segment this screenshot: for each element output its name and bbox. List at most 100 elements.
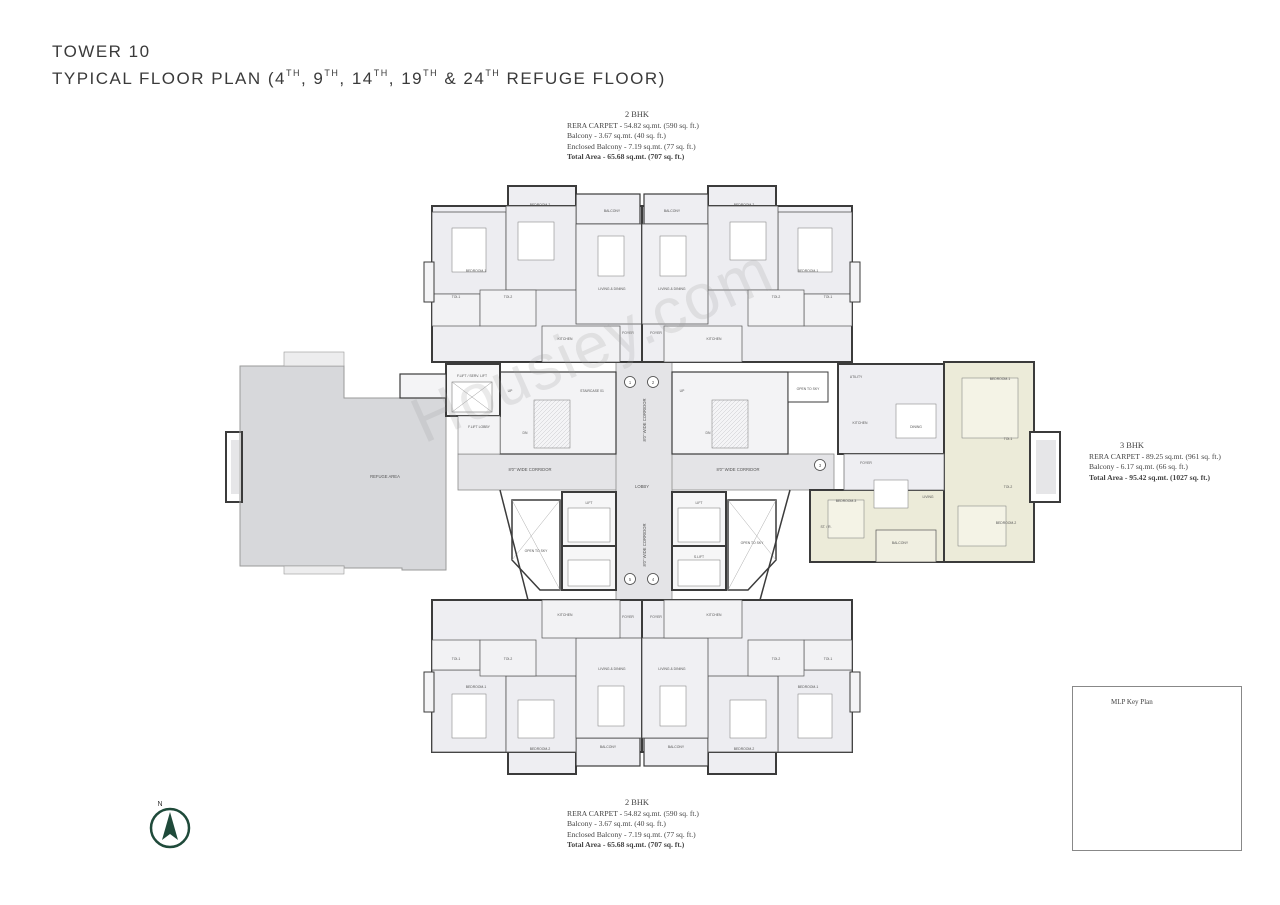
unit-spec-bottom: 2 BHK RERA CARPET - 54.82 sq.mt. (590 sq… [567,798,699,851]
unit-number: 5 [629,577,632,582]
unit-number: 3 [819,463,822,468]
rera-carpet: RERA CARPET - 54.82 sq.mt. (590 sq. ft.) [567,120,699,130]
central-core: 8'0" WIDE CORRIDOR 8'0" WIDE CORRIDOR LO… [399,361,835,631]
room-label: FOYER [860,461,872,465]
floor-plan-title: TYPICAL FLOOR PLAN (4TH, 9TH, 14TH, 19TH… [52,68,666,89]
total-area: Total Area - 95.42 sq.mt. (1027 sq. ft.) [1089,472,1211,482]
unit-number: 1 [629,380,632,385]
room-label: ST. / R. [820,525,831,529]
lift-label: LIFT [586,501,593,505]
unit-bottom-left: BEDROOM-1 BEDROOM-2 BALCONY LIVING & DIN… [423,599,643,775]
plan-separator: & 24 [438,69,486,88]
room-label: KITCHEN [707,613,722,617]
room-label: TOI-2 [504,295,513,299]
ordinal-suffix: TH [324,68,340,78]
room-label: TOI-1 [824,657,833,661]
balcony-area: Balcony - 6.17 sq.mt. (66 sq. ft.) [1089,462,1188,471]
room-label: TOI-2 [772,295,781,299]
unit-top-left: BEDROOM-1 BEDROOM-2 BALCONY LIVING & DIN… [423,185,643,363]
key-plan-label: MLP Key Plan [1111,698,1153,706]
room-label: LIVING [922,495,933,499]
ordinal-suffix: TH [485,68,501,78]
room-label: BALCONY [664,209,681,213]
room-label: BEDROOM-3 [836,499,857,503]
open-to-sky-label: OPEN TO SKY [741,541,765,545]
room-label: TOI-2 [504,657,513,661]
refuge-area: REFUGE AREA [225,351,447,575]
unit-number: 2 [652,380,655,385]
room-label: TOI-1 [824,295,833,299]
room-label: KITCHEN [707,337,722,341]
room-label: BEDROOM-1 [466,685,487,689]
fire-lift-label: F.LIFT / SERV. LIFT [457,374,487,378]
stair-up-label: UP [508,389,513,393]
room-label: TOI-1 [452,657,461,661]
stair-up-label: UP [680,389,685,393]
room-label: BEDROOM-2 [734,747,755,751]
ordinal-suffix: TH [373,68,389,78]
lobby-label: LOBBY [635,484,649,489]
room-label: LIVING & DINING [598,287,625,291]
room-label: TOI-1 [1004,437,1013,441]
plan-separator: , 19 [388,69,424,88]
room-label: KITCHEN [558,337,573,341]
enclosed-balcony-area: Enclosed Balcony - 7.19 sq.mt. (77 sq. f… [567,829,696,839]
corridor-left-label: 8'0" WIDE CORRIDOR [508,467,551,472]
room-label: FOYER [650,615,662,619]
refuge-area-label: REFUGE AREA [370,474,400,479]
rera-carpet: RERA CARPET - 54.82 sq.mt. (590 sq. ft.) [567,808,699,818]
room-label: BALCONY [892,541,909,545]
lift-label: LIFT [696,501,703,505]
key-plan [1072,686,1242,851]
unit-type: 2 BHK [625,110,649,119]
corridor-right-label: 8'0" WIDE CORRIDOR [716,467,759,472]
corridor-vertical-top-label: 8'0" WIDE CORRIDOR [642,398,647,441]
unit-type: 3 BHK [1120,441,1144,450]
total-area: Total Area - 65.68 sq.mt. (707 sq. ft.) [567,152,685,161]
plan-prefix: TYPICAL FLOOR PLAN (4 [52,69,286,88]
stair-down-label: DN [706,431,711,435]
unit-top-right: BEDROOM-1 BEDROOM-2 BALCONY LIVING & DIN… [641,185,861,363]
room-label: BALCONY [600,745,617,749]
open-to-sky-label: OPEN TO SKY [525,549,549,553]
staircase-label: STAIRCASE 01 [580,389,604,393]
total-area: Total Area - 65.68 sq.mt. (707 sq. ft.) [567,840,685,849]
room-label: FOYER [650,331,662,335]
room-label: BALCONY [604,209,621,213]
room-label: BEDROOM-1 [466,269,487,273]
room-label: KITCHEN [558,613,573,617]
unit-number: 4 [652,577,655,582]
plan-separator: , 9 [300,69,325,88]
room-label: BEDROOM-2 [734,203,755,207]
rera-carpet: RERA CARPET - 89.25 sq.mt. (961 sq. ft.) [1089,451,1221,461]
room-label: BEDROOM-1 [798,269,819,273]
unit-spec-top: 2 BHK RERA CARPET - 54.82 sq.mt. (590 sq… [567,110,699,163]
tower-title: TOWER 10 [52,42,151,61]
room-label: BEDROOM-2 [530,203,551,207]
compass-north-label: N [157,801,162,808]
unit-bottom-right: BEDROOM-1 BEDROOM-2 BALCONY LIVING & DIN… [641,599,861,775]
room-label: BEDROOM-1 [798,685,819,689]
unit-type: 2 BHK [625,798,649,807]
corridor-vertical-bottom-label: 8'0" WIDE CORRIDOR [642,523,647,566]
open-to-sky-label: OPEN TO SKY [797,387,821,391]
ordinal-suffix: TH [423,68,439,78]
compass: N [149,801,191,849]
room-label: TOI-2 [772,657,781,661]
plan-suffix: REFUGE FLOOR) [500,69,666,88]
unit-right-3bhk: UTILITY KITCHEN DINING FOYER LIVING BEDR… [809,361,1061,563]
fire-lift-lobby-label: F.LIFT LOBBY [468,425,491,429]
room-label: BALCONY [668,745,685,749]
room-label: TOI-2 [1004,485,1013,489]
service-lift-label: S.LIFT [694,555,704,559]
room-label: LIVING & DINING [658,667,685,671]
room-label: FOYER [622,615,634,619]
balcony-area: Balcony - 3.67 sq.mt. (40 sq. ft.) [567,819,666,828]
room-label: FOYER [622,331,634,335]
room-label: BEDROOM-1 [990,377,1011,381]
room-label: BEDROOM-2 [530,747,551,751]
stair-down-label: DN [523,431,528,435]
room-label: TOI-1 [452,295,461,299]
room-label: DINING [910,425,922,429]
